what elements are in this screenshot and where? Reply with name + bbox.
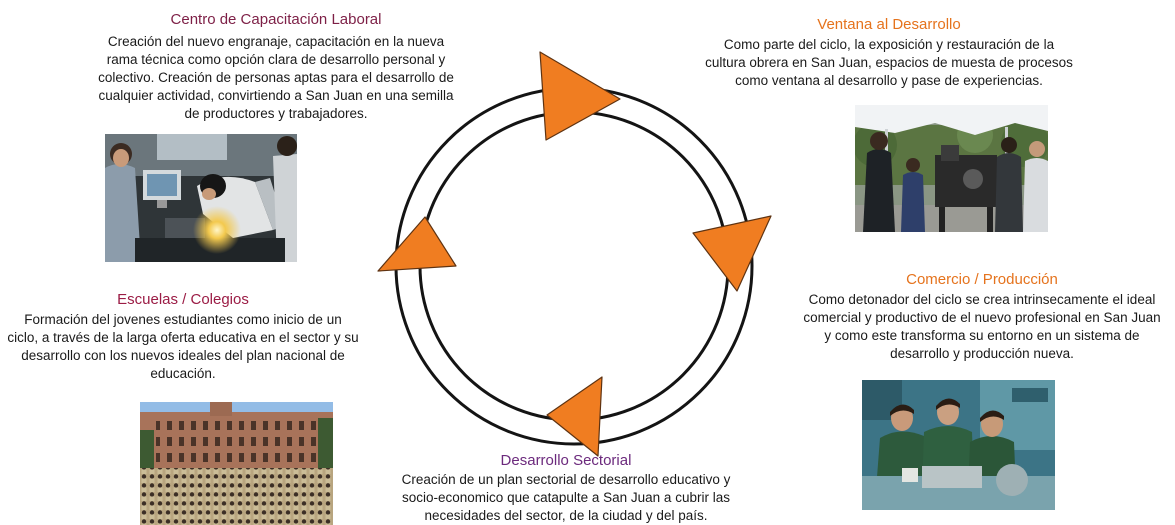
photo-machine [935,145,997,232]
section-ventana-desarrollo: Ventana al Desarrollo Como parte del cic… [689,16,1089,90]
section-title: Centro de Capacitación Laboral [170,11,382,28]
body-line: de productores y trabajadores. [184,106,368,121]
section-body: Creación de un plan sectorial de desarro… [366,471,766,525]
photo-visitors [863,132,1048,232]
body-line: como ventana al desarrollo y pase de exp… [735,73,1043,88]
photo-building [140,402,333,474]
workshop-image [105,134,297,262]
lathe-workshop-photo [862,380,1055,510]
lathe-workshop-image [862,380,1055,510]
body-line: comercial y productivo de el nuevo profe… [803,310,1161,325]
body-line: socio-economico que catapulte a San Juan… [402,490,730,505]
exhibition-image [855,105,1048,232]
body-line: cualquier actividad, convirtiendo a San … [98,88,454,103]
arrow-left [377,216,457,272]
school-courtyard-image [140,402,333,525]
arrow-top [539,51,621,141]
photo-trees [140,418,333,474]
body-line: Formación del jovenes estudiantes como i… [24,312,342,327]
photo-lathe [862,464,1055,510]
body-line: desarrollo con los nuevos ideales del pl… [21,348,345,363]
body-line: y como este transforma su entorno en un … [824,328,1140,343]
arrow-right [692,215,772,292]
school-courtyard-photo [140,402,333,525]
section-escuelas-colegios: Escuelas / Colegios Formación del jovene… [0,291,366,383]
section-body: Formación del jovenes estudiantes como i… [0,311,366,383]
photo-crowd [140,468,333,525]
section-comercio-produccion: Comercio / Producción Como detonador del… [792,271,1172,363]
section-title: Comercio / Producción [906,271,1058,288]
body-line: ciclo, a través de la larga oferta educa… [7,330,359,345]
section-desarrollo-sectorial: Desarrollo Sectorial Creación de un plan… [366,452,766,525]
body-line: Creación de un plan sectorial de desarro… [401,472,731,487]
section-body: Como detonador del ciclo se crea intrins… [792,291,1172,363]
photo-monitor [143,170,181,208]
body-line: Creación del nuevo engranaje, capacitaci… [107,34,445,49]
body-line: Como detonador del ciclo se crea intrins… [808,292,1156,307]
arrow-bottom [546,376,603,457]
exhibition-photo [855,105,1048,232]
photo-person-right [273,136,297,262]
body-line: Como parte del ciclo, la exposición y re… [723,37,1055,52]
section-body: Como parte del ciclo, la exposición y re… [689,36,1089,90]
photo-lamp-glow [193,206,241,254]
body-line: rama técnica como opción clara de desarr… [106,52,446,67]
workshop-photo [105,134,297,262]
body-line: cultura obrera en San Juan, espacios de … [705,55,1073,70]
body-line: desarrollo y producción nueva. [890,346,1074,361]
photo-person-left [105,143,141,262]
section-title: Ventana al Desarrollo [817,16,961,33]
body-line: necesidades del sector, de la ciudad y d… [424,508,708,523]
section-title: Escuelas / Colegios [117,291,249,308]
body-line: colectivo. Creación de personas aptas pa… [98,70,454,85]
body-line: educación. [150,366,216,381]
section-centro-capacitacion: Centro de Capacitación Laboral Creación … [76,11,476,123]
section-title: Desarrollo Sectorial [500,452,632,469]
inner-ring [418,110,730,422]
section-body: Creación del nuevo engranaje, capacitaci… [76,33,476,123]
